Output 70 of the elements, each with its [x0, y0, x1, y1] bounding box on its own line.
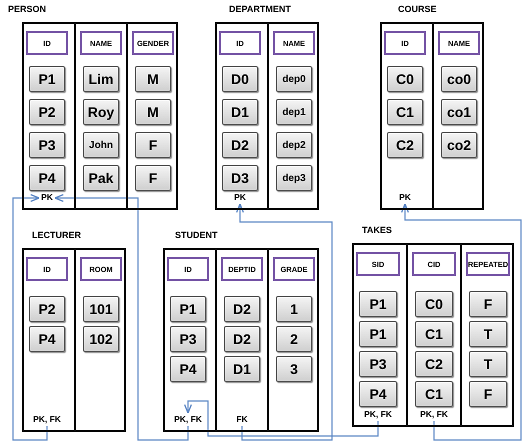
value-cell: Lim [83, 66, 119, 92]
value-cell: 102 [83, 326, 119, 352]
key-label: PK, FK [174, 414, 202, 425]
value-cell: C2 [415, 351, 453, 377]
value-cell: P4 [359, 381, 397, 407]
value-cell: C0 [415, 291, 453, 317]
value-cell: D2 [224, 326, 260, 352]
table-title: TAKES [362, 225, 392, 235]
value-cell: P1 [359, 321, 397, 347]
value-cell: C1 [387, 99, 423, 125]
value-cell: F [135, 132, 171, 158]
value-cell: co1 [441, 99, 477, 125]
arrow [400, 203, 522, 441]
value-cell: C0 [387, 66, 423, 92]
value-cell: F [469, 381, 507, 407]
value-cell: F [469, 291, 507, 317]
value-cell: P3 [170, 326, 206, 352]
value-cell: D1 [222, 99, 258, 125]
value-cell: T [469, 351, 507, 377]
table-title: PERSON [8, 4, 46, 14]
value-cell: 1 [276, 296, 312, 322]
value-cell: Roy [83, 99, 119, 125]
value-cell: dep3 [276, 165, 312, 191]
key-label: PK [234, 192, 246, 203]
key-label: PK, FK [364, 409, 392, 420]
arrow [184, 400, 379, 437]
value-cell: co2 [441, 132, 477, 158]
value-cell: C1 [415, 381, 453, 407]
value-cell: P4 [29, 326, 65, 352]
key-label: PK [41, 192, 53, 203]
table-title: DEPARTMENT [229, 4, 291, 14]
value-cell: 101 [83, 296, 119, 322]
key-label: FK [236, 414, 248, 425]
value-cell: 2 [276, 326, 312, 352]
value-cell: dep1 [276, 99, 312, 125]
arrow [54, 194, 189, 441]
value-cell: C2 [387, 132, 423, 158]
value-cell: John [83, 132, 119, 158]
value-cell: Pak [83, 165, 119, 191]
table-title: STUDENT [175, 230, 218, 240]
value-cell: 3 [276, 356, 312, 382]
table-title: COURSE [398, 4, 437, 14]
key-label: PK, FK [33, 414, 61, 425]
value-cell: P1 [359, 291, 397, 317]
value-cell: P4 [170, 356, 206, 382]
value-cell: P4 [29, 165, 65, 191]
value-cell: P1 [170, 296, 206, 322]
value-cell: co0 [441, 66, 477, 92]
arrow [236, 203, 333, 441]
value-cell: P2 [29, 99, 65, 125]
table-title: LECTURER [32, 230, 81, 240]
value-cell: C1 [415, 321, 453, 347]
value-cell: P3 [29, 132, 65, 158]
value-cell: dep0 [276, 66, 312, 92]
value-cell: T [469, 321, 507, 347]
value-cell: D0 [222, 66, 258, 92]
key-label: PK [399, 192, 411, 203]
value-cell: P3 [359, 351, 397, 377]
value-cell: F [135, 165, 171, 191]
value-cell: D2 [222, 132, 258, 158]
value-cell: D3 [222, 165, 258, 191]
value-cell: M [135, 99, 171, 125]
value-cell: P2 [29, 296, 65, 322]
value-cell: M [135, 66, 171, 92]
value-cell: D1 [224, 356, 260, 382]
key-label: PK, FK [420, 409, 448, 420]
value-cell: dep2 [276, 132, 312, 158]
value-cell: P1 [29, 66, 65, 92]
value-cell: D2 [224, 296, 260, 322]
arrow [12, 194, 48, 441]
